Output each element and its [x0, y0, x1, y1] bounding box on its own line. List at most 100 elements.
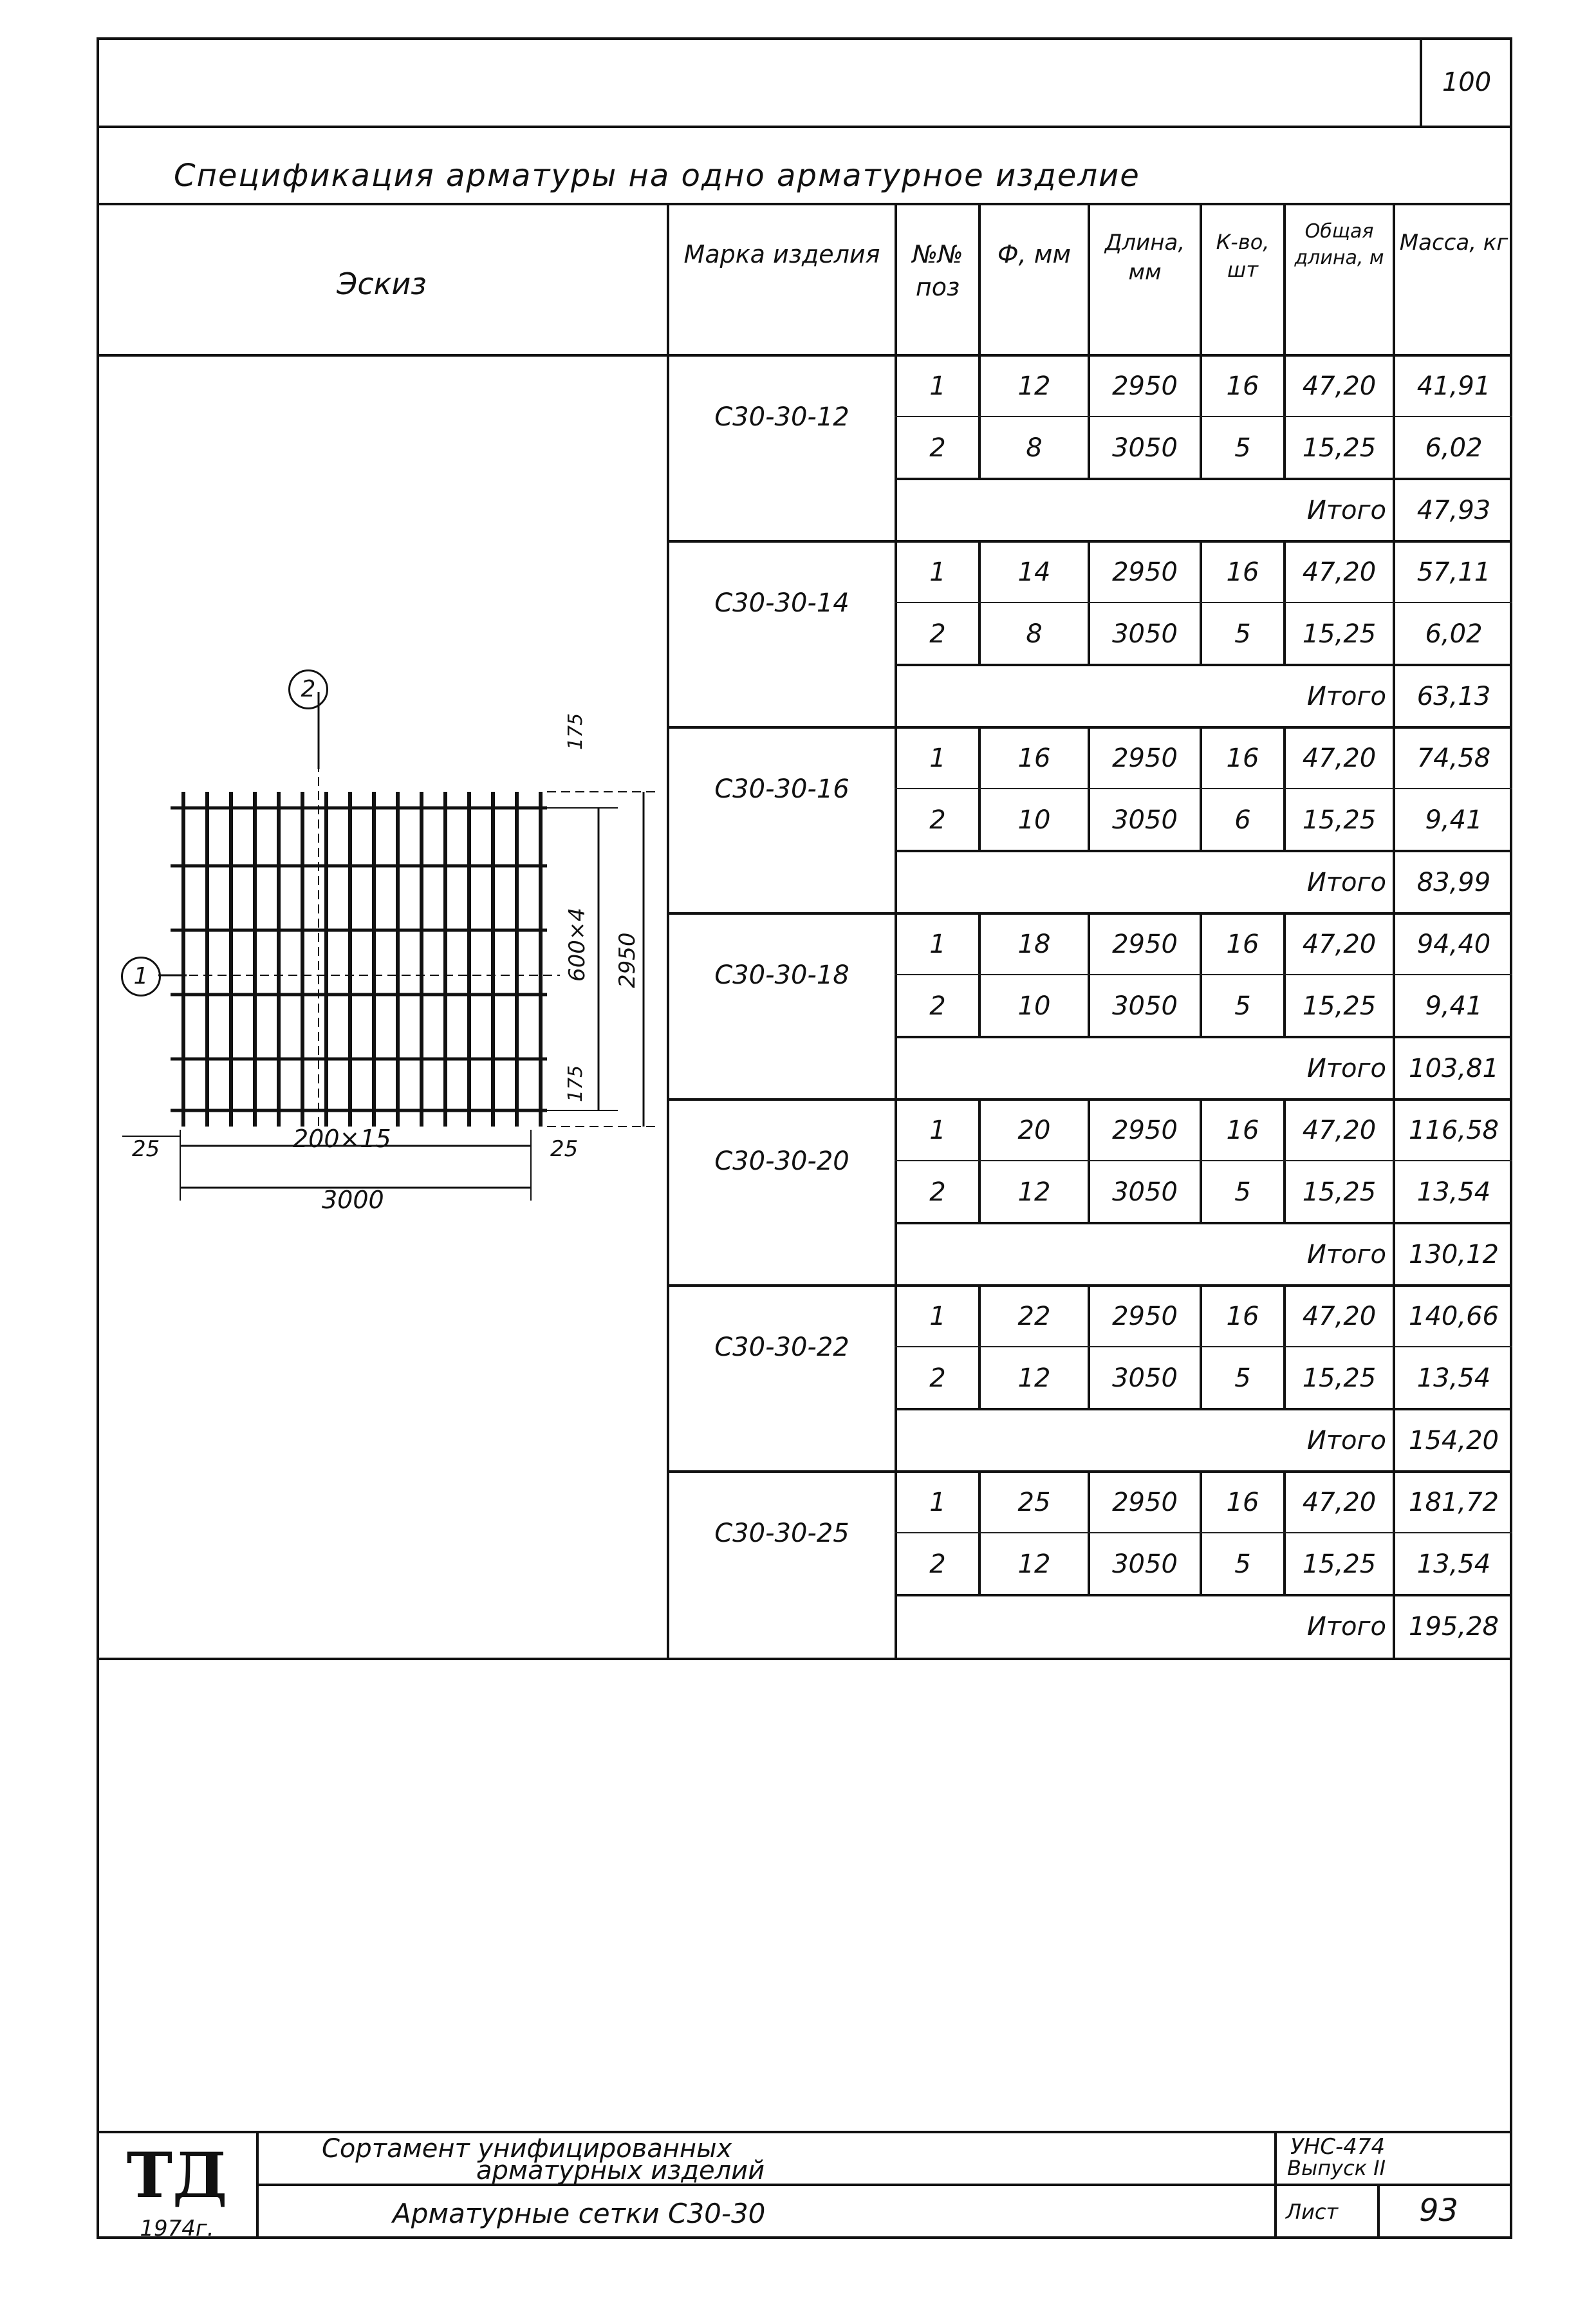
header-col-line — [1283, 203, 1286, 354]
row-col-line — [1200, 727, 1202, 789]
sum-col-line — [1393, 1409, 1395, 1472]
stamp-code-line2: Выпуск II — [1287, 2156, 1386, 2180]
row-col-line — [978, 1099, 981, 1161]
cell-diam: 22 — [1017, 1302, 1051, 1331]
total-label: Итого — [1306, 681, 1386, 711]
stamp-title-line1: Сортамент унифицированных — [322, 2134, 732, 2164]
dim-left-edge: 25 — [132, 1136, 160, 1162]
col-line-mark — [895, 203, 897, 1659]
cell-mass: 9,41 — [1425, 805, 1483, 835]
row-divider — [895, 1346, 1512, 1347]
row-col-line — [1088, 1161, 1090, 1223]
cell-count: 5 — [1234, 1549, 1251, 1579]
row-divider — [895, 974, 1512, 975]
row-col-line — [1200, 1347, 1202, 1409]
cell-pos: 1 — [929, 1116, 946, 1145]
total-mass: 130,12 — [1409, 1239, 1499, 1269]
cell-pos: 2 — [929, 805, 946, 835]
cell-count: 5 — [1234, 1363, 1251, 1393]
cell-length: 2950 — [1112, 371, 1178, 401]
row-col-line — [1283, 913, 1286, 975]
cell-pos: 2 — [929, 1177, 946, 1207]
row-col-line — [1393, 975, 1395, 1037]
row-col-line — [978, 1286, 981, 1347]
cell-length: 3050 — [1112, 1177, 1178, 1207]
sheet-number-divider — [1420, 37, 1422, 127]
cell-length: 2950 — [1112, 930, 1178, 959]
cell-pos: 1 — [929, 557, 946, 587]
cell-diam: 14 — [1017, 557, 1051, 587]
stamp-sheet-divider — [1377, 2184, 1380, 2239]
cell-pos: 2 — [929, 1363, 946, 1393]
cell-diam: 10 — [1017, 991, 1051, 1021]
row-col-line — [978, 727, 981, 789]
cell-count: 5 — [1234, 433, 1251, 463]
total-mass: 83,99 — [1416, 867, 1491, 897]
cell-diam: 16 — [1017, 744, 1051, 773]
total-label: Итого — [1306, 495, 1386, 525]
cell-mass: 9,41 — [1425, 991, 1483, 1021]
total-mass: 103,81 — [1409, 1053, 1499, 1083]
mesh-sketch — [122, 692, 656, 1201]
stamp-mid-divider — [256, 2184, 1512, 2186]
header-col-line — [1088, 203, 1090, 354]
row-divider — [895, 1160, 1512, 1161]
total-mass: 47,93 — [1416, 495, 1491, 525]
row-col-line — [978, 541, 981, 603]
row-col-line — [978, 1533, 981, 1595]
header-diam: Ф, мм — [997, 240, 1072, 268]
row-col-line — [1088, 1099, 1090, 1161]
row-col-line — [1283, 1099, 1286, 1161]
row-col-line — [1393, 541, 1395, 603]
row-col-line — [1393, 603, 1395, 665]
row-col-line — [1393, 1347, 1395, 1409]
cell-pos: 1 — [929, 371, 946, 401]
stamp-subtitle: Арматурные сетки С30-30 — [393, 2198, 766, 2229]
row-col-line — [1200, 603, 1202, 665]
cell-mass: 140,66 — [1409, 1302, 1499, 1331]
row-col-line — [978, 417, 981, 479]
callout-2: 2 — [288, 669, 328, 709]
dim-right-span: 600×4 — [564, 907, 590, 982]
row-divider — [895, 664, 1512, 666]
cell-mass: 74,58 — [1416, 744, 1491, 773]
specification-title: Спецификация арматуры на одно арматурное… — [174, 158, 1140, 194]
total-label: Итого — [1306, 1611, 1386, 1642]
stamp-title-line2: арматурных изделий — [476, 2156, 765, 2185]
table-bottom-divider — [97, 1658, 1512, 1660]
total-label: Итого — [1306, 1239, 1386, 1269]
row-col-line — [1200, 913, 1202, 975]
cell-count: 16 — [1226, 1488, 1259, 1517]
item-mark: С30-30-18 — [714, 960, 849, 990]
row-col-line — [1393, 913, 1395, 975]
cell-total: 47,20 — [1302, 744, 1377, 773]
sheet-number: 100 — [1442, 68, 1492, 97]
row-col-line — [1283, 1161, 1286, 1223]
cell-total: 15,25 — [1302, 619, 1377, 649]
cell-diam: 20 — [1017, 1116, 1051, 1145]
header-col-line — [978, 203, 981, 354]
cell-mass: 6,02 — [1425, 433, 1483, 463]
row-col-line — [978, 975, 981, 1037]
cell-length: 2950 — [1112, 744, 1178, 773]
row-col-line — [1283, 1472, 1286, 1533]
header-mark: Марка изделия — [683, 240, 880, 268]
cell-count: 16 — [1226, 557, 1259, 587]
row-col-line — [978, 1472, 981, 1533]
header-total-length: Общая длина, м — [1294, 220, 1384, 269]
header-pos: №№ поз — [912, 240, 963, 302]
header-divider — [97, 354, 1512, 357]
row-col-line — [1283, 1533, 1286, 1595]
cell-diam: 10 — [1017, 805, 1051, 835]
stamp-sheet-value: 93 — [1419, 2193, 1459, 2229]
cell-count: 16 — [1226, 371, 1259, 401]
header-col-line — [1200, 203, 1202, 354]
cell-pos: 1 — [929, 1488, 946, 1517]
cell-count: 5 — [1234, 1177, 1251, 1207]
row-col-line — [1393, 417, 1395, 479]
row-col-line — [1088, 355, 1090, 417]
dim-bottom-total: 3000 — [322, 1186, 384, 1214]
stamp-year: 1974г. — [140, 2215, 214, 2241]
dim-top-edge: 175 — [564, 713, 587, 750]
col-line-sketch — [667, 203, 669, 1659]
